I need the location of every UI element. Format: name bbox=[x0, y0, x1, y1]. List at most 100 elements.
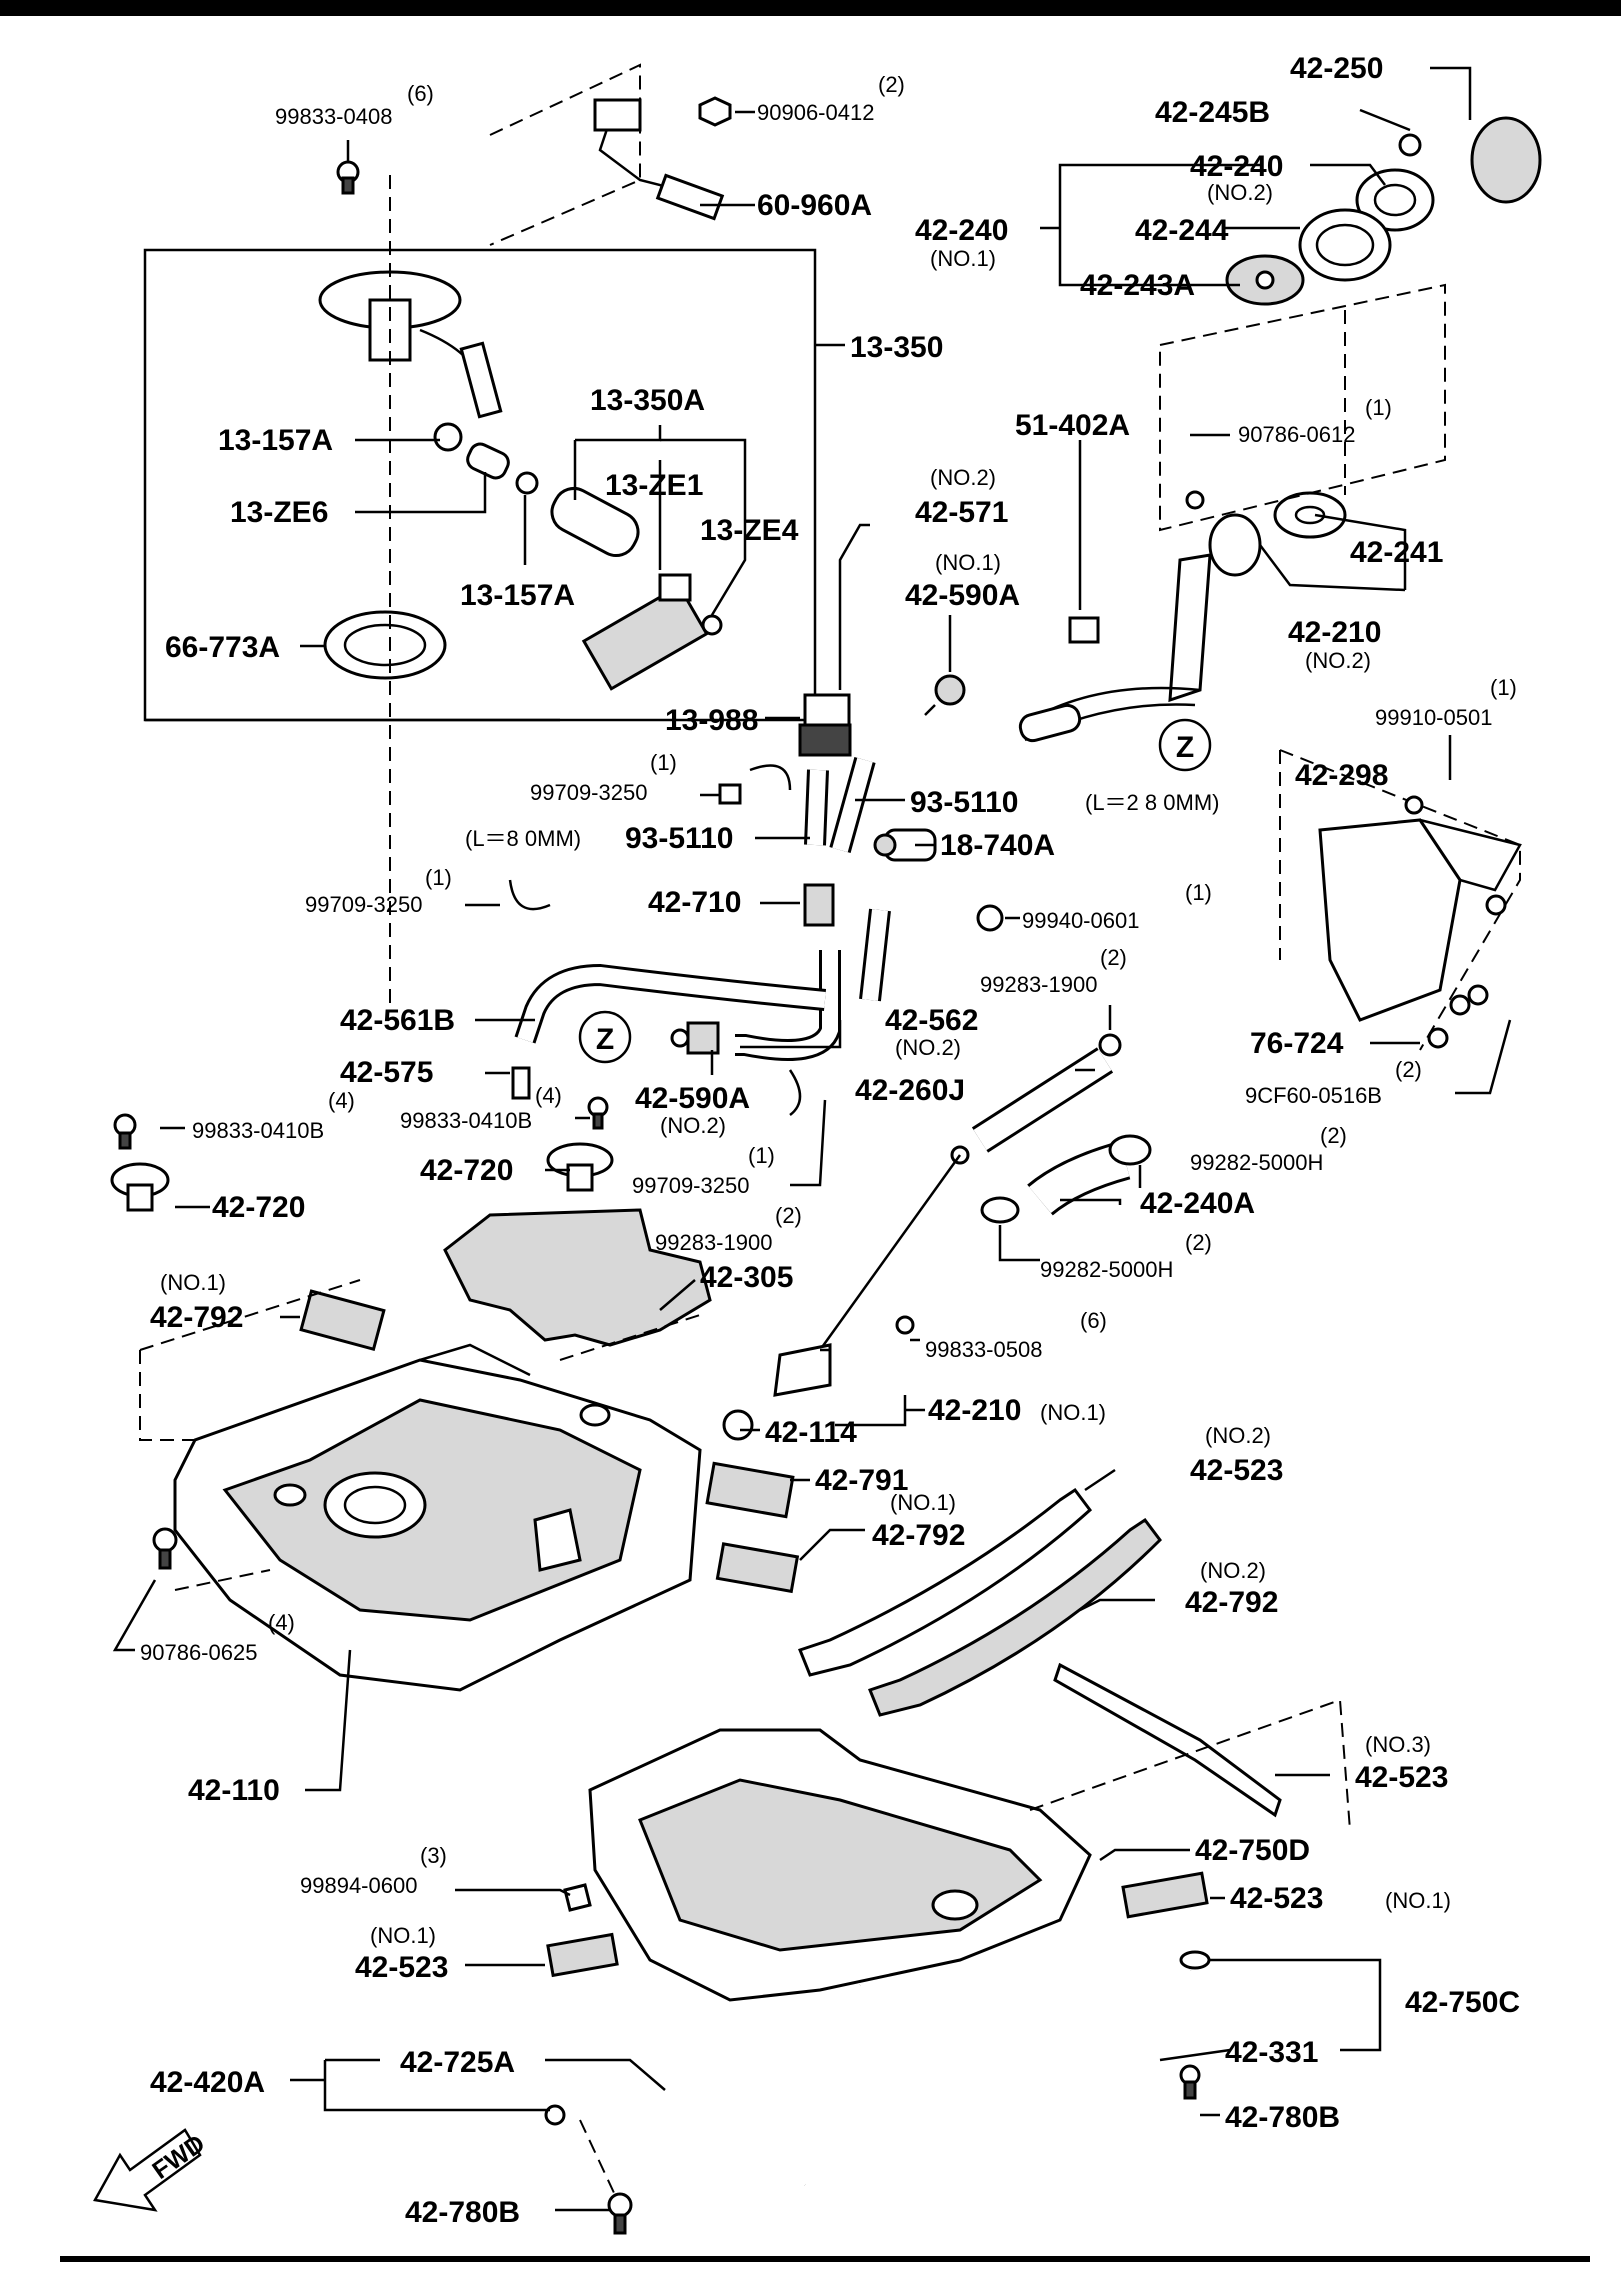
tank-undercover bbox=[588, 1698, 1351, 2002]
fuel-tank bbox=[139, 1279, 702, 1692]
qty-90906-0412: (2) bbox=[878, 72, 905, 97]
qty-99910-0501: (1) bbox=[1490, 675, 1517, 700]
label-42-780B-right: 42-780B bbox=[1225, 2101, 1340, 2134]
qty-99283-1900-b: (2) bbox=[775, 1203, 802, 1228]
z-label-lower: Z bbox=[596, 1023, 614, 1056]
label-42-110: 42-110 bbox=[188, 1774, 280, 1807]
label-13-157A-upper: 13-157A bbox=[218, 424, 333, 457]
label-90786-0625: 90786-0625 bbox=[140, 1640, 257, 1665]
label-42-245B: 42-245B bbox=[1155, 96, 1270, 129]
label-42-575: 42-575 bbox=[340, 1056, 433, 1089]
qty-42-210-no2: (NO.2) bbox=[1305, 648, 1371, 673]
qty-99833-0410B-a: (4) bbox=[328, 1088, 355, 1113]
label-99833-0410B-a: 99833-0410B bbox=[192, 1118, 324, 1143]
label-66-773A: 66-773A bbox=[165, 631, 280, 664]
label-93-5110-long: 93-5110 bbox=[910, 786, 1018, 819]
label-42-260J: 42-260J bbox=[855, 1074, 965, 1107]
qty-42-210-no1: (NO.1) bbox=[1040, 1400, 1106, 1425]
qty-99282-5000H-a: (2) bbox=[1320, 1123, 1347, 1148]
label-42-244: 42-244 bbox=[1135, 214, 1229, 247]
label-42-791: 42-791 bbox=[815, 1464, 908, 1497]
label-99282-5000H-a: 99282-5000H bbox=[1190, 1150, 1323, 1175]
label-99833-0408: 99833-0408 bbox=[275, 104, 392, 129]
label-42-725A: 42-725A bbox=[400, 2046, 515, 2079]
label-99282-5000H-b: 99282-5000H bbox=[1040, 1257, 1173, 1282]
qty-99283-1900-a: (2) bbox=[1100, 945, 1127, 970]
strap-group bbox=[798, 1487, 1282, 1818]
label-18-740A: 18-740A bbox=[940, 829, 1055, 862]
filler-cap-group bbox=[1159, 116, 1542, 539]
qty-42-590A-no1: (NO.1) bbox=[935, 550, 1001, 575]
label-90906-0412: 90906-0412 bbox=[757, 100, 874, 125]
qty-99894-0600: (3) bbox=[420, 1843, 447, 1868]
qty-42-523-no1-right: (NO.1) bbox=[1385, 1888, 1451, 1913]
qty-42-792-no2: (NO.2) bbox=[1200, 1558, 1266, 1583]
label-99283-1900-b: 99283-1900 bbox=[655, 1230, 772, 1255]
qty-90786-0612: (1) bbox=[1365, 395, 1392, 420]
z-marker-lower: Z bbox=[578, 1010, 632, 1064]
label-42-240-no1: 42-240 bbox=[915, 214, 1008, 247]
label-42-750C: 42-750C bbox=[1405, 1986, 1520, 2019]
qty-99709-3250-a: (1) bbox=[650, 750, 677, 775]
qty-42-240-no2: (NO.2) bbox=[1207, 180, 1273, 205]
label-60-960A: 60-960A bbox=[757, 189, 872, 222]
fwd-arrow-icon: FWD bbox=[93, 2128, 210, 2212]
label-51-402A: 51-402A bbox=[1015, 409, 1130, 442]
qty-90786-0625: (4) bbox=[268, 1610, 295, 1635]
breather-hose-group bbox=[818, 1033, 1152, 1351]
labels: (6) 99833-0408 (2) 90906-0412 60-960A 13… bbox=[140, 52, 1520, 2229]
label-90786-0612: 90786-0612 bbox=[1238, 422, 1355, 447]
label-99709-3250-b: 99709-3250 bbox=[305, 892, 422, 917]
valve-group bbox=[110, 1096, 614, 1212]
label-42-523-no1-right: 42-523 bbox=[1230, 1882, 1323, 1915]
label-42-420A: 42-420A bbox=[150, 2066, 265, 2099]
label-42-590A-no2: 42-590A bbox=[635, 1082, 750, 1115]
label-13-ZE1: 13-ZE1 bbox=[605, 469, 703, 502]
label-42-331: 42-331 bbox=[1225, 2036, 1318, 2069]
label-76-724: 76-724 bbox=[1250, 1027, 1344, 1060]
filler-pipe-group bbox=[1018, 490, 1262, 743]
label-13-ZE4: 13-ZE4 bbox=[700, 514, 799, 547]
label-42-720-lower: 42-720 bbox=[212, 1191, 305, 1224]
label-42-114: 42-114 bbox=[765, 1416, 857, 1449]
length-80mm: (L＝8 0MM) bbox=[465, 826, 581, 851]
label-13-ZE6: 13-ZE6 bbox=[230, 496, 328, 529]
protector-pad bbox=[443, 1208, 712, 1347]
label-42-792-no2: 42-792 bbox=[1185, 1586, 1278, 1619]
label-42-305: 42-305 bbox=[700, 1261, 793, 1294]
label-42-243A: 42-243A bbox=[1080, 269, 1195, 302]
label-42-241: 42-241 bbox=[1350, 536, 1443, 569]
label-42-561B: 42-561B bbox=[340, 1004, 455, 1037]
z-marker-upper: Z bbox=[1158, 718, 1212, 772]
label-99833-0410B-b: 99833-0410B bbox=[400, 1108, 532, 1133]
label-13-988: 13-988 bbox=[665, 704, 758, 737]
label-42-523-no2: 42-523 bbox=[1190, 1454, 1283, 1487]
label-42-523-no3: 42-523 bbox=[1355, 1761, 1448, 1794]
qty-42-562: (NO.2) bbox=[895, 1035, 961, 1060]
label-99910-0501: 99910-0501 bbox=[1375, 705, 1492, 730]
label-9CF60-0516B: 9CF60-0516B bbox=[1245, 1083, 1382, 1108]
label-42-523-no1-left: 42-523 bbox=[355, 1951, 448, 1984]
label-42-562: 42-562 bbox=[885, 1004, 978, 1037]
fwd-label: FWD bbox=[147, 2129, 210, 2185]
qty-99940-0601: (1) bbox=[1185, 880, 1212, 905]
qty-99833-0410B-b: (4) bbox=[535, 1083, 562, 1108]
label-42-250: 42-250 bbox=[1290, 52, 1383, 85]
length-280mm: (L＝2 8 0MM) bbox=[1085, 790, 1219, 815]
label-42-710: 42-710 bbox=[648, 886, 741, 919]
label-99940-0601: 99940-0601 bbox=[1022, 908, 1139, 933]
qty-42-590A-no2: (NO.2) bbox=[660, 1113, 726, 1138]
qty-42-523-no3: (NO.3) bbox=[1365, 1732, 1431, 1757]
label-42-750D: 42-750D bbox=[1195, 1834, 1310, 1867]
tank-strap-lower bbox=[544, 1950, 1211, 2235]
label-99833-0508: 99833-0508 bbox=[925, 1337, 1042, 1362]
label-99709-3250-a: 99709-3250 bbox=[530, 780, 647, 805]
label-13-157A-lower: 13-157A bbox=[460, 579, 575, 612]
label-99709-3250-c: 99709-3250 bbox=[632, 1173, 749, 1198]
qty-99282-5000H-b: (2) bbox=[1185, 1230, 1212, 1255]
label-42-240A: 42-240A bbox=[1140, 1187, 1255, 1220]
filler-hose-lower bbox=[722, 1315, 915, 1441]
label-42-298: 42-298 bbox=[1295, 759, 1388, 792]
